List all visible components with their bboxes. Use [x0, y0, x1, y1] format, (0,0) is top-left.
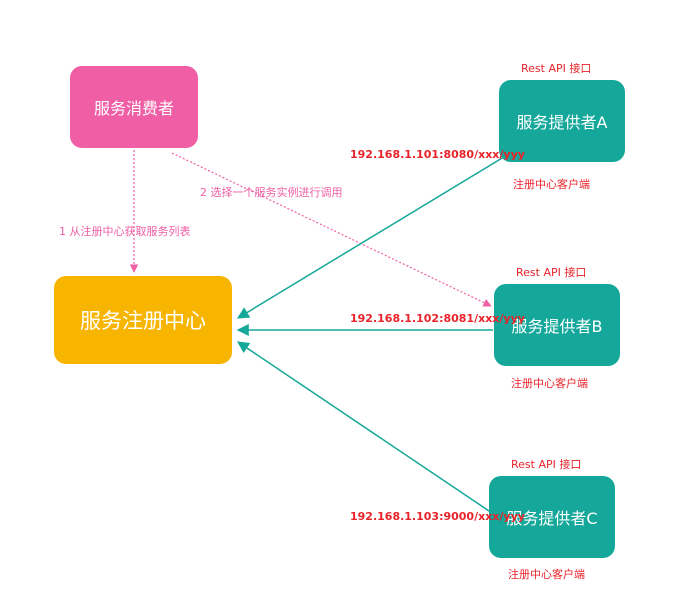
provider-b-client-label: 注册中心客户端 — [511, 377, 588, 390]
edge-provider-a-to-registry — [236, 151, 513, 319]
provider-c-client-label: 注册中心客户端 — [508, 568, 585, 581]
provider-a-client-label: 注册中心客户端 — [513, 178, 590, 191]
service-registry-node: 服务注册中心 — [54, 276, 232, 364]
service-consumer-label: 服务消费者 — [93, 99, 174, 118]
edge-consumer-to-provider-b — [171, 152, 492, 307]
service-consumer-node: 服务消费者 — [70, 66, 198, 148]
service-provider-c-node: 服务提供者C — [489, 476, 615, 558]
provider-b-api-label: Rest API 接口 — [516, 266, 587, 279]
service-registry-label: 服务注册中心 — [80, 309, 206, 333]
provider-b-address-label: 192.168.1.102:8081/xxx/yyy — [350, 312, 525, 325]
service-provider-a-node: 服务提供者A — [499, 80, 625, 162]
service-provider-a-label: 服务提供者A — [516, 113, 608, 132]
edge-provider-c-to-registry — [237, 341, 496, 516]
provider-c-api-label: Rest API 接口 — [511, 458, 582, 471]
step-1-label: 1 从注册中心获取服务列表 — [59, 225, 191, 238]
provider-a-address-label: 192.168.1.101:8080/xxx/yyy — [350, 148, 525, 161]
step-2-label: 2 选择一个服务实例进行调用 — [200, 186, 343, 199]
provider-a-api-label: Rest API 接口 — [521, 62, 592, 75]
provider-c-address-label: 192.168.1.103:9000/xxx/yyy — [350, 510, 525, 523]
service-provider-b-node: 服务提供者B — [494, 284, 620, 366]
service-provider-c-label: 服务提供者C — [506, 509, 598, 528]
service-provider-b-label: 服务提供者B — [511, 317, 603, 336]
